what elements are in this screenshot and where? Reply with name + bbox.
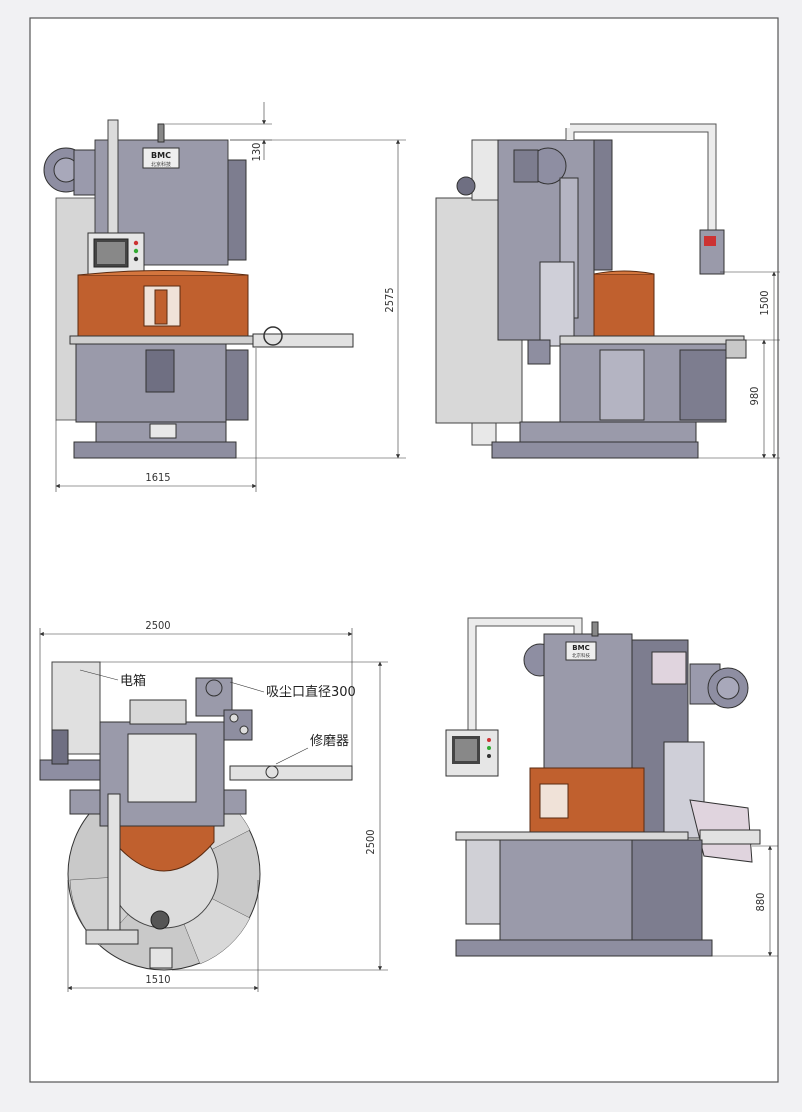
- label-dust-inlet: 吸尘口直径300: [266, 685, 356, 700]
- dim-iso-height: 880: [754, 893, 767, 912]
- dim-front-top: 130: [250, 143, 263, 162]
- brand-plate: [142, 147, 180, 169]
- label-electric-cabinet: 电箱: [120, 673, 146, 689]
- dim-top-depth: 2500: [364, 829, 377, 854]
- iso-brand-subtext: 北京科技: [572, 652, 590, 659]
- dim-side-upper: 1500: [758, 290, 771, 315]
- brand-plate-text: BMC: [151, 151, 171, 160]
- side-view: 1500 980: [435, 123, 780, 459]
- iso-view: BMC 北京科技 880: [445, 617, 778, 957]
- iso-brand-plate-text: BMC: [572, 644, 589, 652]
- dim-front-height: 2575: [383, 287, 396, 312]
- dim-top-bottom: 1510: [145, 973, 170, 986]
- front-view: BMC 北京科技 130 2575: [43, 102, 406, 492]
- dim-front-width: 1615: [145, 471, 170, 484]
- brand-subtext: 北京科技: [151, 161, 171, 168]
- dim-top-width: 2500: [145, 619, 170, 632]
- label-dresser: 修磨器: [310, 734, 349, 749]
- top-view: 电箱 吸尘口直径300 修磨器 2500 2500 1510: [39, 619, 388, 992]
- dim-side-lower: 980: [748, 387, 761, 406]
